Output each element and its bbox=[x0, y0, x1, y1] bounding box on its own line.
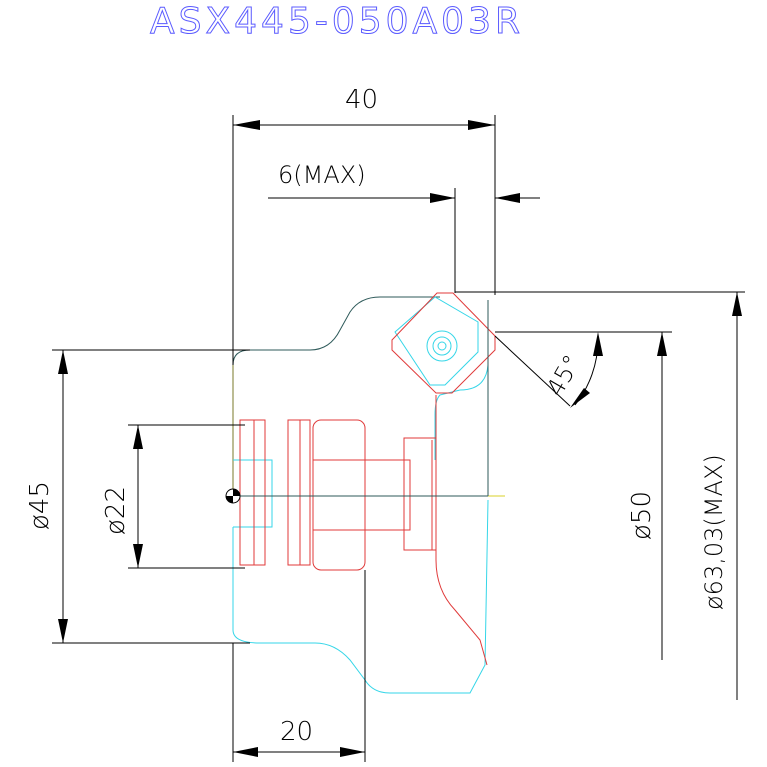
dim-bore-diameter: ø50 bbox=[495, 331, 672, 660]
body-profile bbox=[232, 296, 440, 490]
dim-angle: 45° bbox=[494, 331, 610, 408]
dim-pilot-diameter-label: ø22 bbox=[101, 486, 131, 535]
dim-max-diameter: ø63,03(MAX) bbox=[455, 291, 745, 700]
dim-bore-diameter-label: ø50 bbox=[627, 491, 657, 540]
dim-shank-diameter: ø45 bbox=[25, 349, 250, 644]
dim-angle-label: 45° bbox=[541, 350, 587, 401]
dim-max-diameter-label: ø63,03(MAX) bbox=[700, 454, 728, 610]
drawing-title: ASX445-050A03R bbox=[150, 1, 524, 42]
dim-shank-diameter-label: ø45 bbox=[25, 481, 55, 530]
insert-geometry bbox=[239, 292, 496, 666]
dim-overall-length-label: 40 bbox=[345, 85, 378, 115]
body-outline bbox=[232, 296, 489, 694]
dim-flange-length-label: 20 bbox=[280, 717, 313, 747]
dim-max-depth: 6(MAX) bbox=[268, 161, 540, 293]
dim-flange-length: 20 bbox=[232, 570, 366, 762]
dim-max-depth-label: 6(MAX) bbox=[278, 161, 366, 189]
dim-overall-length: 40 bbox=[232, 85, 496, 365]
datum-marker bbox=[225, 488, 241, 504]
dim-pilot-diameter: ø22 bbox=[101, 424, 245, 569]
